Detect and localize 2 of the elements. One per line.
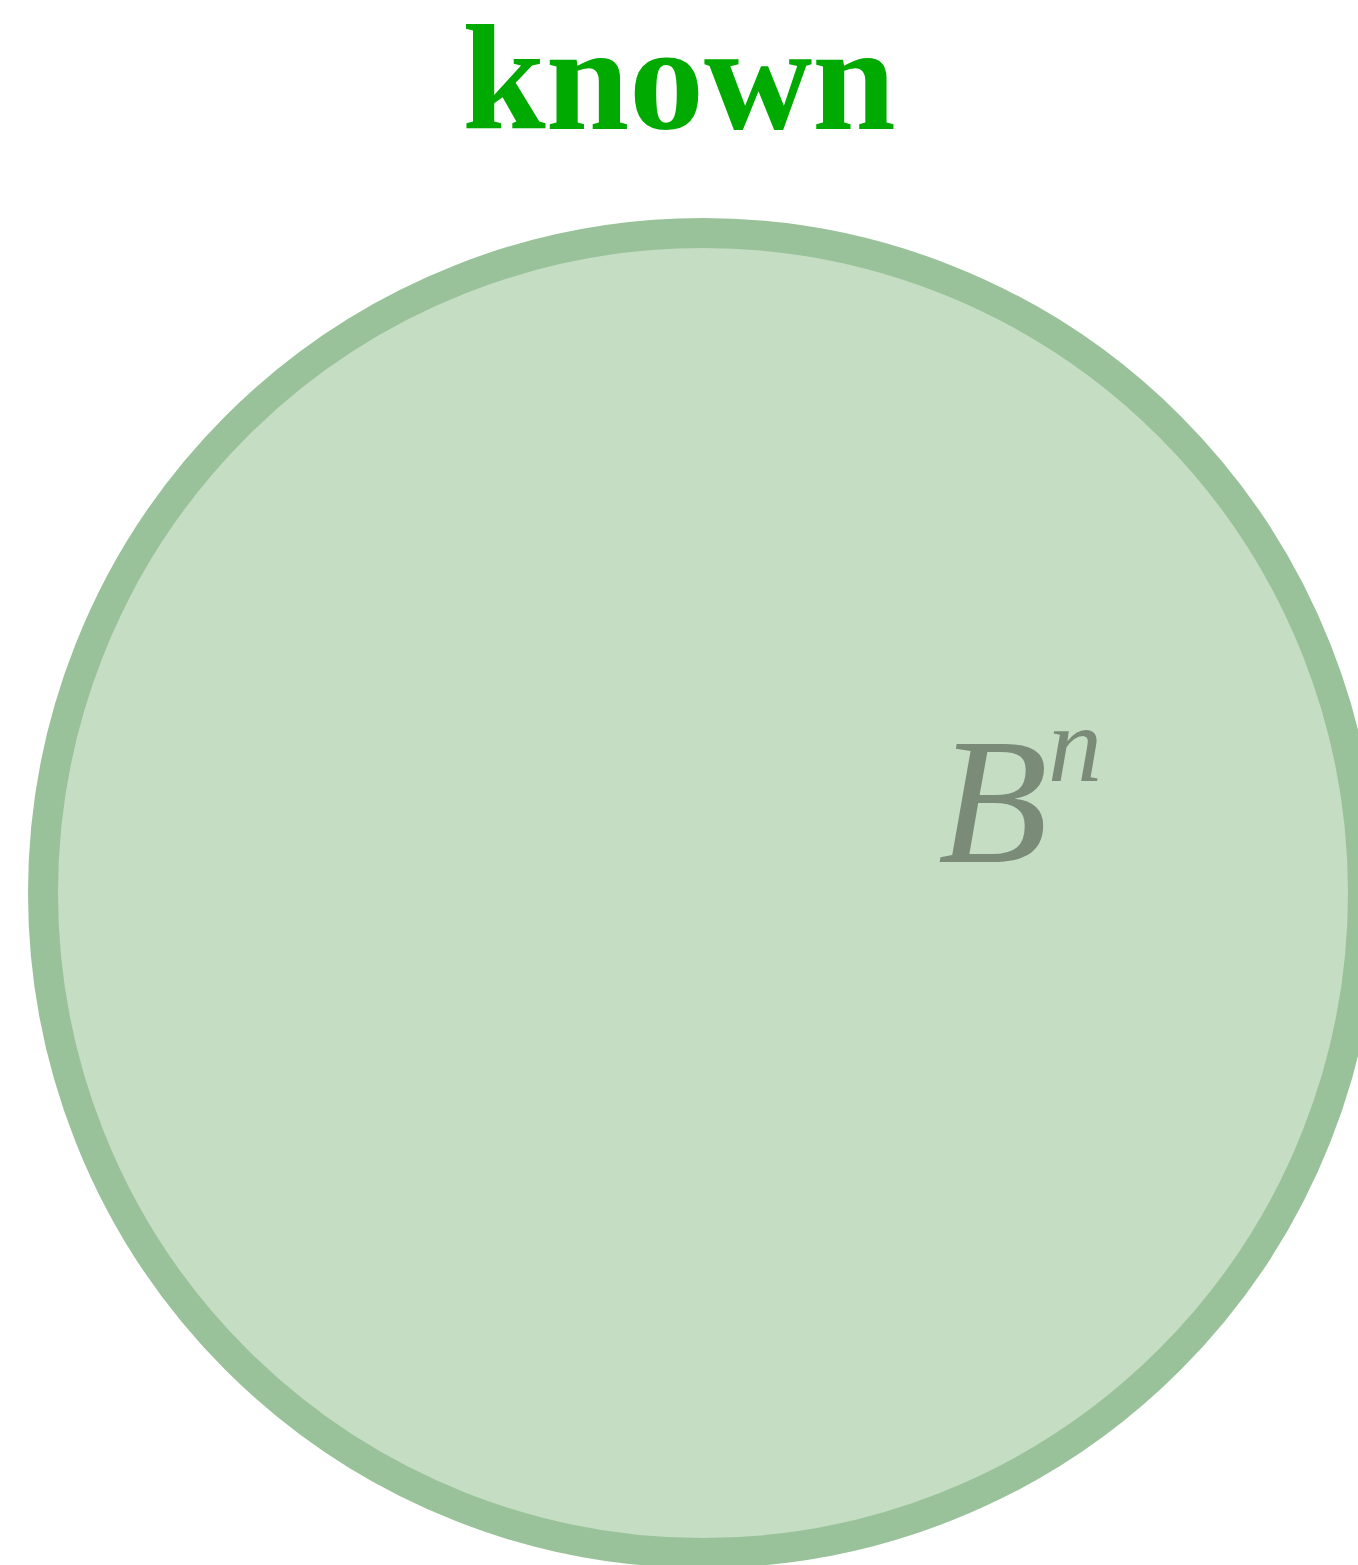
title: known: [461, 0, 897, 163]
math-label: B$^{n}$: [938, 698, 1102, 903]
